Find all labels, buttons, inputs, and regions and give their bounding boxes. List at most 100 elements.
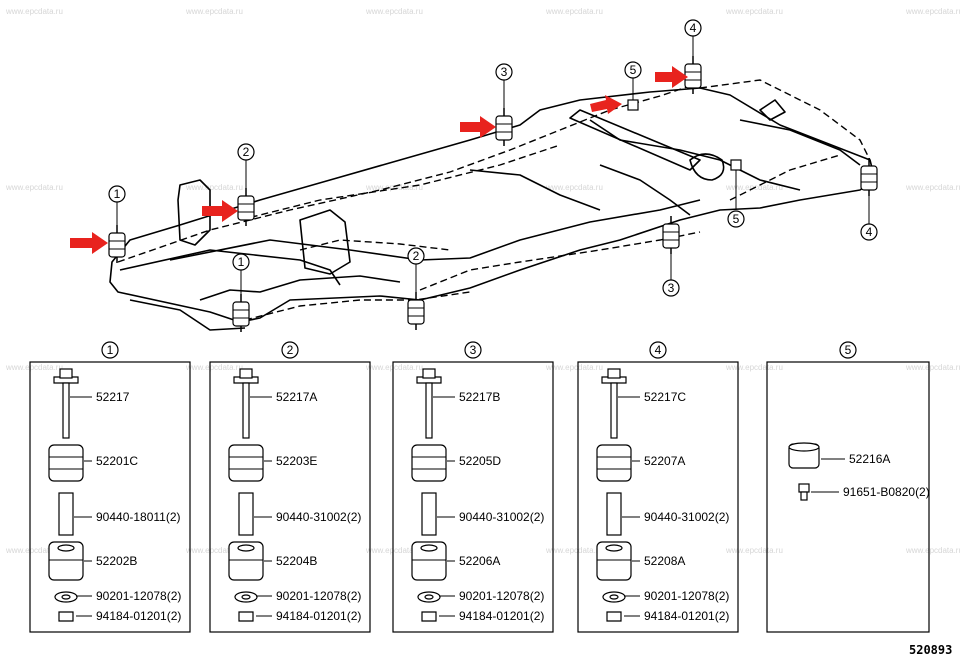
watermark-text: www.epcdata.ru [905, 546, 960, 555]
part-number[interactable]: 90440-31002(2) [276, 510, 361, 524]
watermark-text: www.epcdata.ru [545, 546, 603, 555]
box-number-circle [464, 341, 482, 359]
mount-5-front [627, 99, 639, 111]
watermark-text: www.epcdata.ru [905, 183, 960, 192]
svg-text:3: 3 [501, 65, 508, 79]
part-number[interactable]: 91651-B0820(2) [843, 485, 930, 499]
watermark-text: www.epcdata.ru [905, 7, 960, 16]
part-number[interactable]: 52201C [96, 454, 138, 468]
watermark-text: www.epcdata.ru [365, 7, 423, 16]
part-number[interactable]: 90201-12078(2) [276, 589, 361, 603]
part-number[interactable]: 52203E [276, 454, 317, 468]
watermark-text: www.epcdata.ru [725, 363, 783, 372]
callout-2: 2 [237, 143, 255, 161]
watermark-text: www.epcdata.ru [725, 546, 783, 555]
detail-box-5: 5 52216A 91651-B0820(2) [766, 341, 930, 633]
watermark-text: www.epcdata.ru [365, 546, 423, 555]
arrow-icon [70, 232, 108, 254]
box-number: 1 [107, 343, 114, 357]
arrow-icon [590, 95, 622, 114]
leader-lines [116, 36, 870, 294]
callout-1: 1 [232, 253, 250, 271]
part-number[interactable]: 52217 [96, 390, 130, 404]
detail-box-2: 252217A52203E90440-31002(2)52204B90201-1… [209, 341, 371, 633]
callout-2: 2 [407, 247, 425, 265]
part-number[interactable]: 90440-31002(2) [644, 510, 729, 524]
mount-2-front [237, 187, 255, 227]
part-number[interactable]: 52216A [849, 452, 890, 466]
frame-mounts [108, 55, 878, 333]
part-number[interactable]: 52208A [644, 554, 685, 568]
watermark-text: www.epcdata.ru [545, 363, 603, 372]
part-number[interactable]: 52206A [459, 554, 500, 568]
part-number[interactable]: 52204B [276, 554, 317, 568]
svg-text:5: 5 [733, 212, 740, 226]
callout-4: 4 [684, 19, 702, 37]
red-arrows [70, 66, 688, 254]
box-number-circle [649, 341, 667, 359]
mount-4-front [684, 55, 702, 95]
callout-3: 3 [662, 279, 680, 297]
part-number[interactable]: 52207A [644, 454, 685, 468]
box-number-circle [839, 341, 857, 359]
arrow-icon [460, 116, 496, 138]
mount-1-rear [232, 293, 250, 333]
callout-5: 5 [727, 210, 745, 228]
callout-3: 3 [495, 63, 513, 81]
svg-text:4: 4 [690, 21, 697, 35]
watermark-text: www.epcdata.ru [185, 7, 243, 16]
watermark-text: www.epcdata.ru [5, 7, 63, 16]
part-number[interactable]: 90440-31002(2) [459, 510, 544, 524]
part-number[interactable]: 90201-12078(2) [459, 589, 544, 603]
diagram-id: 520893 [909, 643, 952, 657]
part-number[interactable]: 52217A [276, 390, 317, 404]
watermark-text: www.epcdata.ru [725, 7, 783, 16]
part-number[interactable]: 52217B [459, 390, 500, 404]
box-number: 4 [655, 343, 662, 357]
mount-2-rear [407, 291, 425, 331]
svg-text:2: 2 [413, 249, 420, 263]
svg-text:5: 5 [630, 63, 637, 77]
part-number[interactable]: 94184-01201(2) [276, 609, 361, 623]
watermark-text: www.epcdata.ru [185, 183, 243, 192]
detail-boxes: 1 52217 52201C 90440-18011(2) 52202B 90201-12… [29, 341, 930, 633]
overview-callouts: 1 1 2 2 3 3 4 4 5 5 [108, 19, 878, 297]
detail-box-4: 4 52217C 52207A 90440-31002(2) 52208A 90201-1… [577, 341, 739, 633]
part-number[interactable]: 52217C [644, 390, 686, 404]
svg-text:1: 1 [238, 255, 245, 269]
callout-5: 5 [624, 61, 642, 79]
part-number[interactable]: 52205D [459, 454, 501, 468]
box-number: 5 [845, 343, 852, 357]
watermark-text: www.epcdata.ru [545, 7, 603, 16]
watermark-text: www.epcdata.ru [5, 363, 63, 372]
part-number[interactable]: 90201-12078(2) [644, 589, 729, 603]
mount-5-rear [730, 159, 742, 171]
detail-box-1: 1 52217 52201C 90440-18011(2) 52202B 90201-12… [29, 341, 191, 633]
callout-4: 4 [860, 223, 878, 241]
svg-text:3: 3 [668, 281, 675, 295]
part-number[interactable]: 94184-01201(2) [96, 609, 181, 623]
mount-3-front [495, 107, 513, 147]
detail-box-3: 3 52217B 52205D 90440-31002(2) 52206A 90201-1… [392, 341, 554, 633]
part-number[interactable]: 94184-01201(2) [459, 609, 544, 623]
part-number[interactable]: 94184-01201(2) [644, 609, 729, 623]
arrow-icon [655, 66, 688, 88]
watermark-text: www.epcdata.ru [5, 183, 63, 192]
part-number[interactable]: 52202B [96, 554, 137, 568]
watermark-text: www.epcdata.ru [905, 363, 960, 372]
part-number[interactable]: 90201-12078(2) [96, 589, 181, 603]
frame-drawing [109, 79, 876, 331]
part-number[interactable]: 90440-18011(2) [96, 510, 181, 524]
box-number-circle [281, 341, 299, 359]
arrow-icon [202, 200, 238, 222]
mount-4-rear [860, 157, 878, 197]
watermark-text: www.epcdata.ru [5, 546, 63, 555]
box-number-circle [101, 341, 119, 359]
watermark-text: www.epcdata.ru [545, 183, 603, 192]
callout-1: 1 [108, 185, 126, 203]
svg-text:2: 2 [243, 145, 250, 159]
box-number: 3 [470, 343, 477, 357]
svg-text:4: 4 [866, 225, 873, 239]
svg-text:1: 1 [114, 187, 121, 201]
